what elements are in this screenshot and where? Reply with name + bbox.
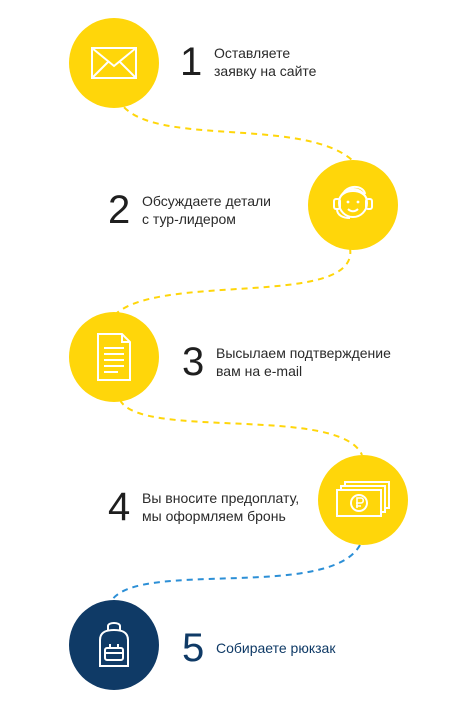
- step-4-circle: [318, 455, 408, 545]
- step-2-line-1: Обсуждаете детали: [142, 193, 272, 209]
- step-4-label: Вы вносите предоплату, мы оформляем брон…: [142, 489, 299, 525]
- step-4-number: 4: [108, 485, 131, 529]
- step-3: 3 Высылаем подтверждение вам на e-mail: [182, 342, 391, 382]
- step-3-label: Высылаем подтверждение вам на e-mail: [216, 344, 391, 380]
- step-5-label: Собираете рюкзак: [216, 639, 335, 657]
- ruble-banknotes-icon: [336, 481, 390, 517]
- step-2-number: 2: [108, 188, 131, 232]
- step-1: 1 Оставляете заявку на сайте: [180, 42, 316, 82]
- step-3-circle: [69, 312, 159, 402]
- step-2: 2 Обсуждаете детали с тур-лидером: [108, 190, 271, 230]
- step-5-line-1: Собираете рюкзак: [216, 640, 336, 656]
- step-5-circle: [69, 600, 159, 690]
- step-1-line-2: заявку на сайте: [214, 63, 317, 79]
- document-icon: [97, 333, 131, 381]
- step-5: 5 Собираете рюкзак: [182, 628, 335, 668]
- step-2-label: Обсуждаете детали с тур-лидером: [142, 192, 271, 228]
- step-1-number: 1: [180, 40, 203, 84]
- step-3-number: 3: [182, 340, 205, 384]
- step-2-circle: [308, 160, 398, 250]
- step-3-line-2: вам на e-mail: [216, 363, 303, 379]
- step-2-line-2: с тур-лидером: [142, 211, 236, 227]
- step-3-line-1: Высылаем подтверждение: [216, 345, 391, 361]
- step-1-line-1: Оставляете: [214, 45, 291, 61]
- step-1-label: Оставляете заявку на сайте: [214, 44, 316, 80]
- step-5-number: 5: [182, 626, 205, 670]
- headset-person-icon: [333, 186, 373, 219]
- backpack-icon: [99, 622, 129, 667]
- step-1-circle: [69, 18, 159, 108]
- step-4: 4 Вы вносите предоплату, мы оформляем бр…: [108, 487, 299, 527]
- envelope-icon: [91, 47, 137, 79]
- step-4-line-1: Вы вносите предоплату,: [142, 490, 300, 506]
- step-4-line-2: мы оформляем бронь: [142, 508, 286, 524]
